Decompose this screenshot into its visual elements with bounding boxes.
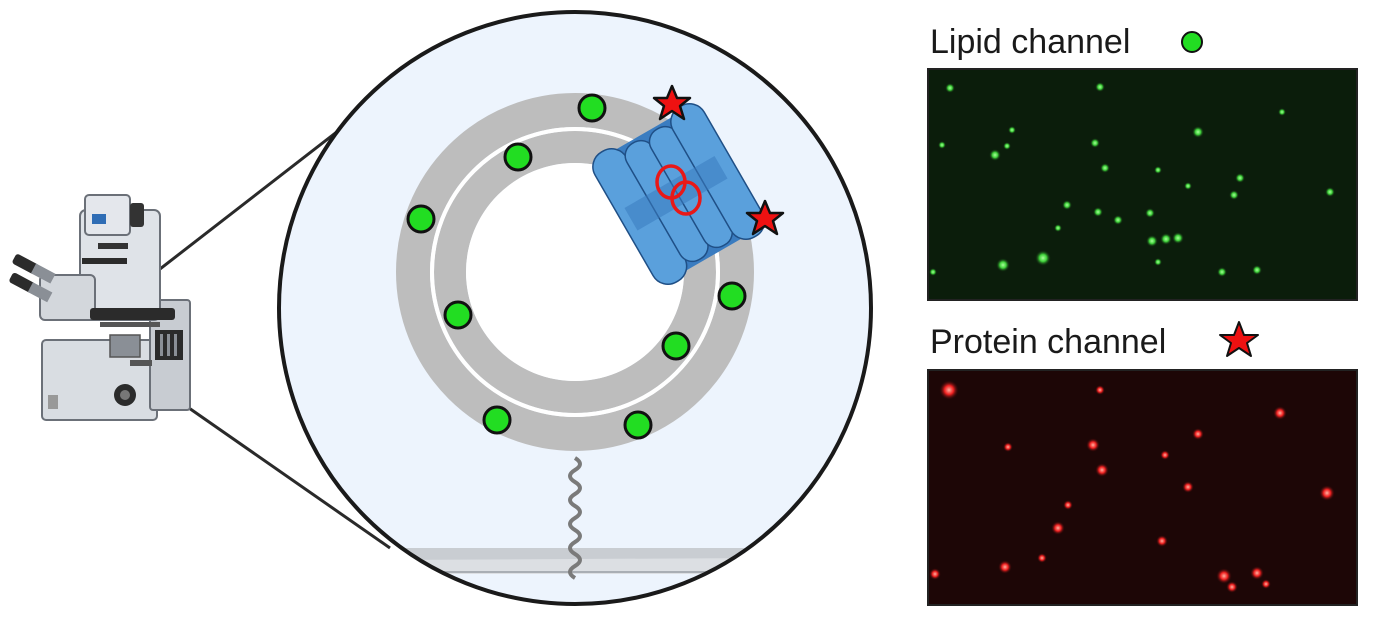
lipid-dot	[579, 95, 605, 121]
lipid-dot	[663, 333, 689, 359]
lipid-dot	[719, 283, 745, 309]
lipid-dot	[408, 206, 434, 232]
green-dot-icon	[1182, 32, 1202, 52]
lipid-dot	[445, 302, 471, 328]
lipid-dot	[505, 144, 531, 170]
lipid-dot	[625, 412, 651, 438]
magnified-view	[270, 12, 880, 604]
lipid-channel-label: Lipid channel	[930, 22, 1130, 62]
protein-channel-image	[928, 370, 1357, 605]
microscope-icon	[3, 195, 190, 420]
protein-channel-label: Protein channel	[930, 322, 1166, 362]
lipid-channel-image	[928, 69, 1357, 300]
lipid-dot	[484, 407, 510, 433]
red-star-icon	[1220, 322, 1258, 356]
